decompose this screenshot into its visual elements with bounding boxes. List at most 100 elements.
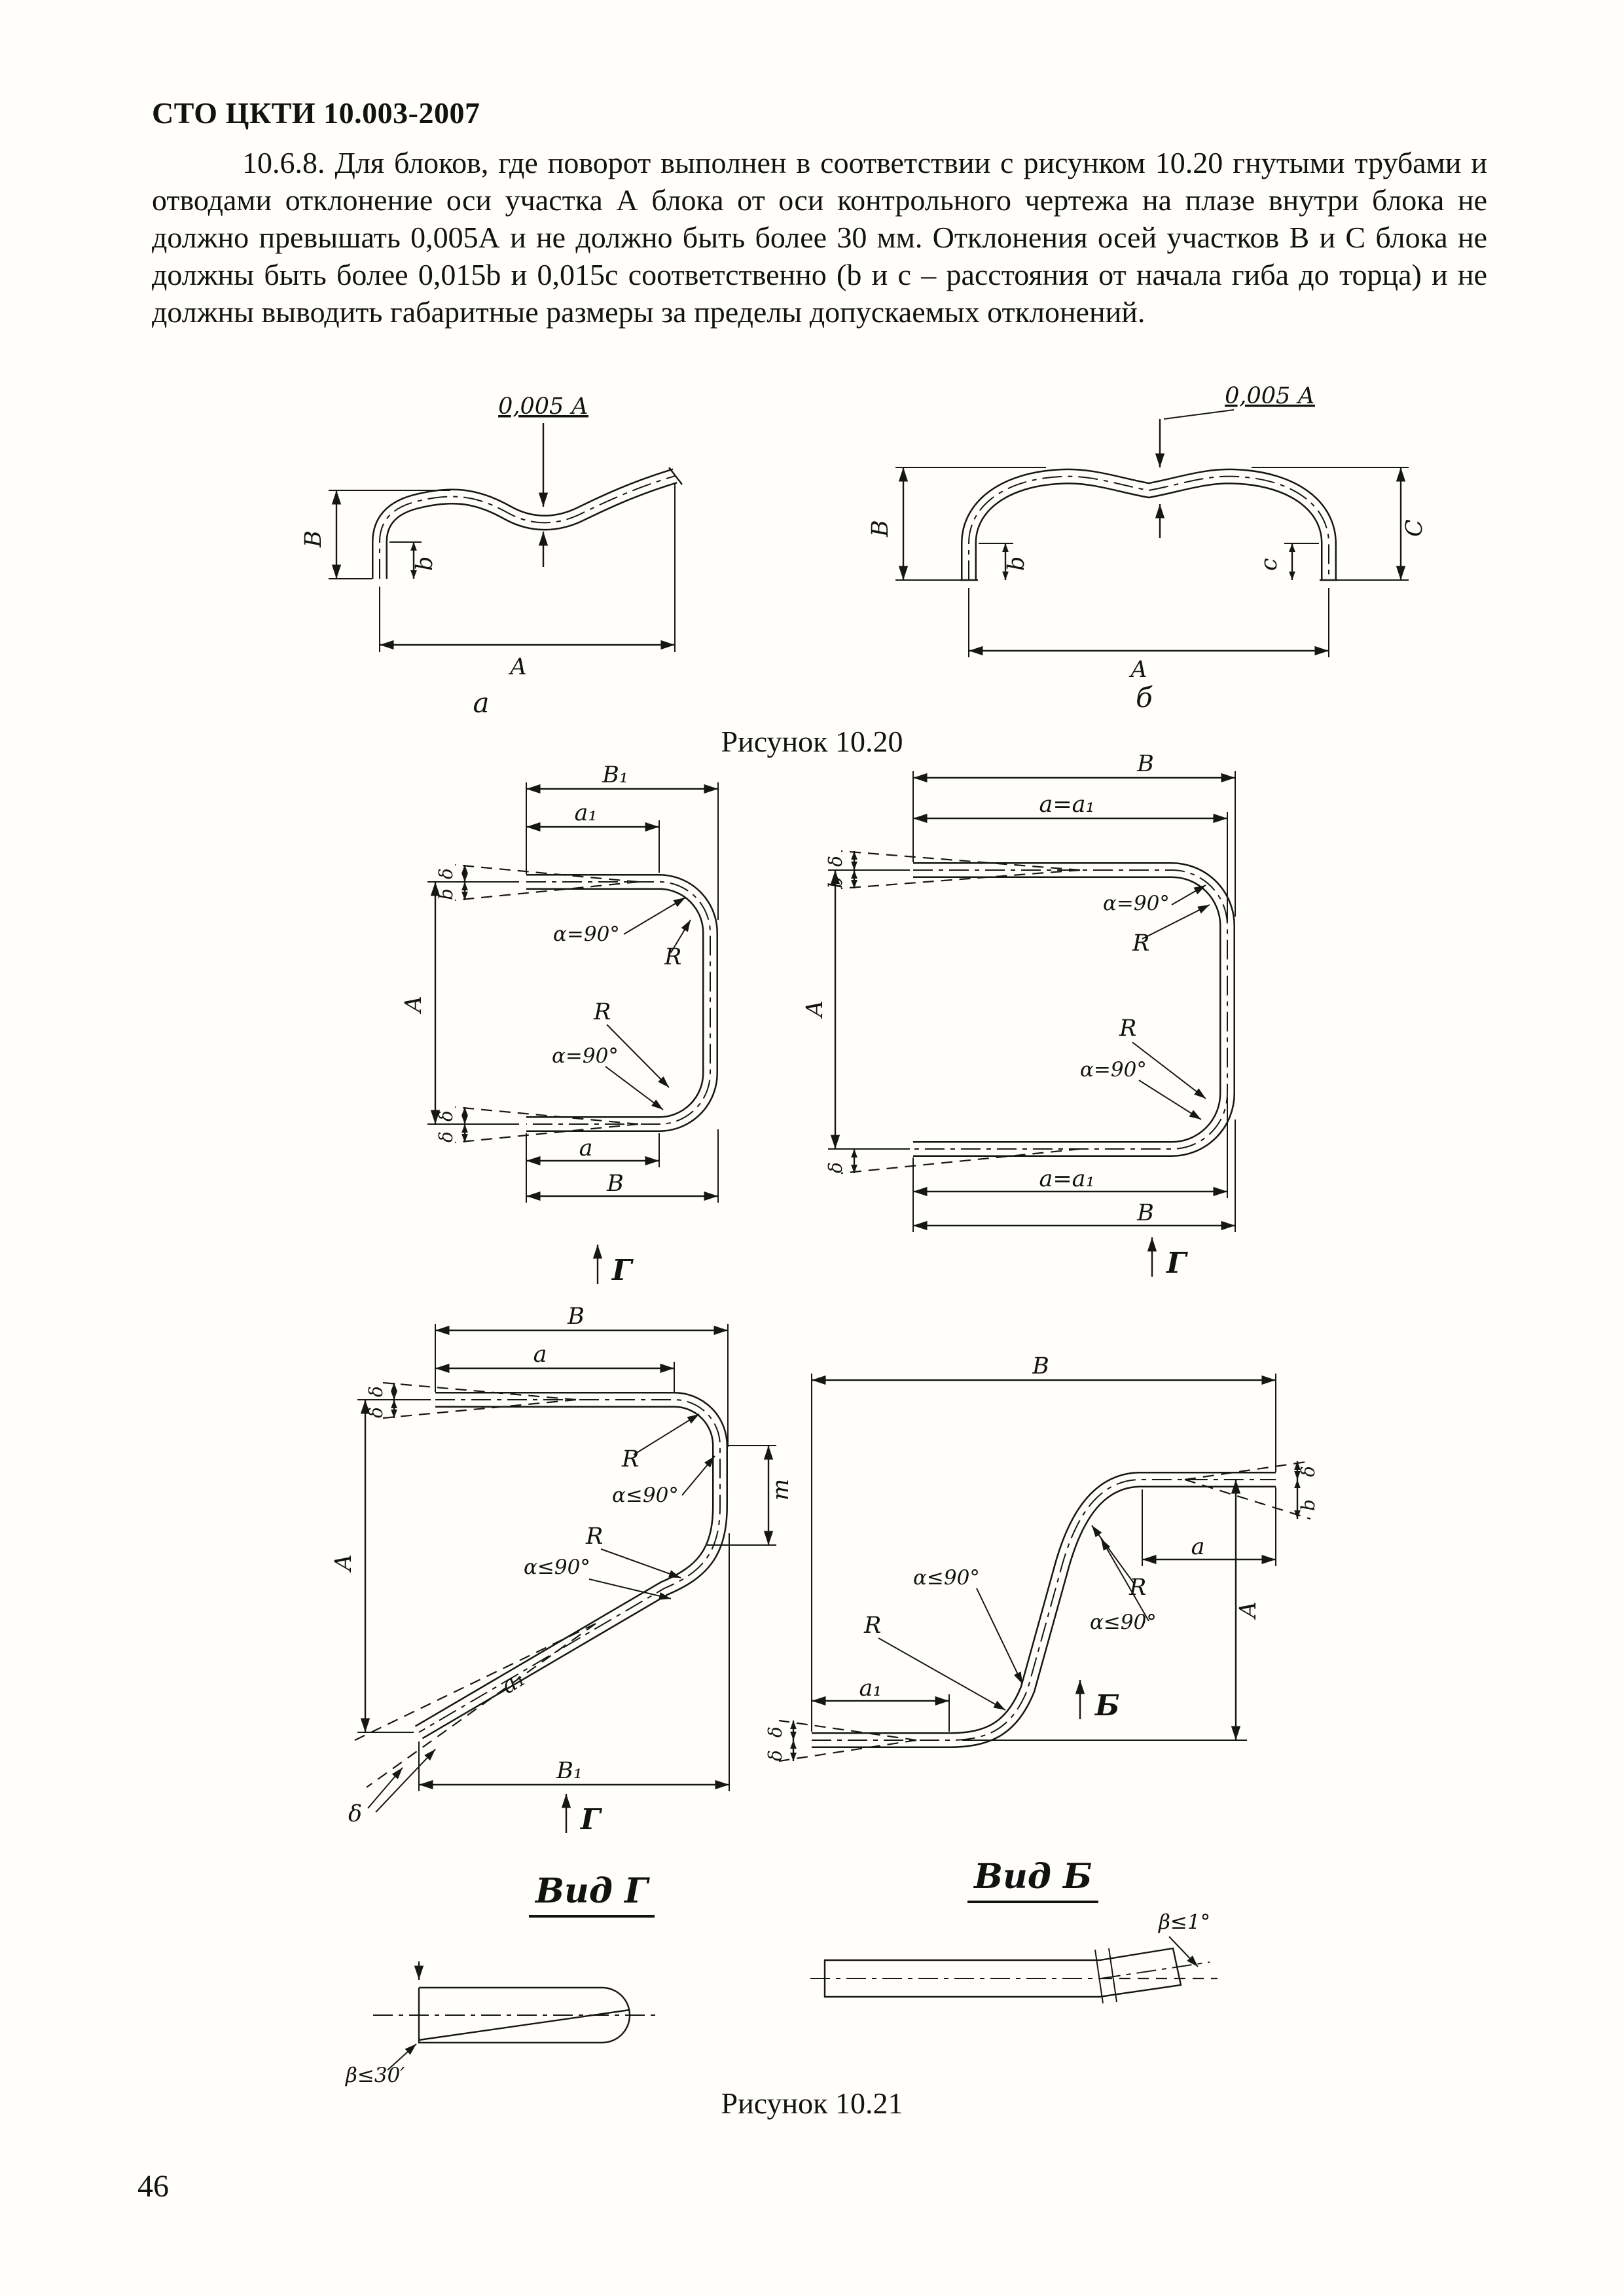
- radius-top: R: [1132, 930, 1149, 957]
- dim-delta: δ: [1297, 1466, 1319, 1477]
- view-direction-marker: Б: [1075, 1680, 1120, 1722]
- dim-a: а: [1191, 1534, 1205, 1560]
- dim-aa1-bottom: а=а₁: [1039, 1166, 1094, 1192]
- dim-delta: δ: [825, 856, 846, 867]
- tolerance-label: 0,005 А: [498, 393, 588, 420]
- dim-delta: δ: [765, 1726, 786, 1738]
- view-letter: Б: [1094, 1689, 1120, 1722]
- pipe-end-view: [810, 1947, 1218, 2004]
- dimensions: В δ b а А а₁ δ δ: [765, 1353, 1319, 1762]
- subfigure-a-label: а: [473, 687, 489, 719]
- pipe-drawing: [372, 467, 683, 579]
- radius-top: R: [664, 944, 681, 970]
- dim-delta: δ: [365, 1407, 387, 1418]
- view-letter: Г: [1165, 1247, 1188, 1280]
- radius-bottom: R: [863, 1613, 881, 1639]
- pipe-end-view: [373, 1961, 658, 2044]
- figure-10-21-d4: В δ b а А а₁ δ δ R α≤90° α≤90°: [765, 1353, 1319, 1762]
- dim-delta: δ: [765, 1750, 786, 1761]
- dim-c: с: [1256, 558, 1282, 571]
- dim-A: А: [802, 1000, 828, 1019]
- angle-top: α≤90°: [1090, 1611, 1157, 1634]
- dim-b: b: [1003, 556, 1030, 571]
- bend-annotations: α=90° R R α=90°: [1080, 884, 1210, 1120]
- dim-B-top: В: [1136, 751, 1154, 777]
- view-letter: Г: [579, 1803, 602, 1836]
- figure-10-20-caption: Рисунок 10.20: [721, 725, 903, 758]
- dim-A: А: [331, 1554, 357, 1573]
- dim-A: А: [508, 654, 528, 680]
- dim-delta: δ: [825, 1162, 846, 1173]
- bend-annotations: α=90° R R α=90°: [552, 897, 691, 1110]
- dimensions: В b с С А 0,005 А: [867, 383, 1428, 683]
- figure-10-20-a: В b А 0,005 А а: [300, 393, 683, 719]
- pipe-drawing: [913, 862, 1235, 1157]
- dim-B: В: [567, 1303, 585, 1330]
- tolerance-label: 0,005 А: [1225, 383, 1315, 409]
- dim-a: а: [533, 1341, 547, 1368]
- figure-10-21-caption: Рисунок 10.21: [721, 2086, 903, 2120]
- beta-tolerance-label: β≤1°: [1158, 1910, 1210, 1934]
- dim-delta: δ: [435, 1110, 457, 1121]
- dimensions: В b А 0,005 А: [300, 393, 676, 680]
- dim-delta: δ: [365, 1386, 387, 1397]
- view-b-drawing: β≤1°: [810, 1910, 1218, 2004]
- view-g-drawing: β≤30′: [345, 1961, 658, 2087]
- dim-B-bottom: В: [1136, 1200, 1154, 1226]
- view-letter: Г: [611, 1254, 634, 1287]
- angle-bottom: α=90°: [552, 1044, 619, 1068]
- dim-a: а: [579, 1135, 593, 1161]
- dimensions: В₁ а₁ δ b А δ δ а В: [401, 762, 719, 1203]
- dim-delta: δ: [435, 868, 457, 879]
- angle-bottom: α≤90°: [524, 1556, 590, 1579]
- pipe-drawing: [414, 1392, 728, 1740]
- view-direction-marker: Г: [1147, 1237, 1188, 1280]
- angle-bottom: α=90°: [1080, 1058, 1147, 1082]
- dim-C: С: [1401, 519, 1428, 537]
- dimensions: В а=а₁ δ b А δ а=а₁ В: [802, 751, 1236, 1232]
- angle-top: α≤90°: [612, 1484, 679, 1507]
- dim-B: В: [300, 530, 327, 548]
- beta-leader: [1168, 1936, 1199, 1967]
- dim-a1: а₁: [859, 1675, 882, 1702]
- page-number: 46: [137, 2169, 169, 2204]
- radius-bottom: R: [593, 999, 611, 1025]
- pipe-drawing: [960, 468, 1338, 581]
- standard-number-header: СТО ЦКТИ 10.003-2007: [152, 96, 480, 130]
- radius-bottom: R: [1119, 1015, 1136, 1042]
- subfigure-b-label: б: [1136, 682, 1153, 714]
- dim-A: А: [1235, 1601, 1261, 1620]
- figure-10-21-d3: В а δ δ А m а₁ δ В₁ R α≤9: [331, 1303, 794, 1836]
- figure-10-20-b: В b с С А 0,005 А б: [867, 383, 1428, 714]
- dim-aa1-top: а=а₁: [1039, 792, 1094, 818]
- dim-delta: δ: [435, 1131, 457, 1142]
- bend-annotations: R α≤90° α≤90° R: [863, 1525, 1157, 1711]
- angle-top: α=90°: [1103, 892, 1170, 915]
- dim-A: А: [1128, 657, 1148, 683]
- angle-bottom: α≤90°: [913, 1566, 980, 1590]
- bend-annotations: R α≤90° R α≤90°: [524, 1413, 715, 1600]
- view-g-title: Вид Г: [529, 1871, 655, 1918]
- dim-B: В: [867, 520, 893, 538]
- view-b-title: Вид Б: [967, 1857, 1099, 1903]
- dim-b: b: [435, 888, 457, 900]
- figure-10-21-d1: В₁ а₁ δ b А δ δ а В α=90° R: [401, 762, 719, 1287]
- dim-B: В: [606, 1171, 624, 1197]
- dim-B1: В₁: [556, 1758, 583, 1784]
- view-direction-marker: Г: [592, 1245, 634, 1287]
- radius-bottom: R: [585, 1523, 603, 1550]
- dim-m: m: [768, 1479, 794, 1501]
- dim-b: b: [1297, 1499, 1319, 1511]
- paragraph-10-6-8: 10.6.8. Для блоков, где поворот выполнен…: [152, 146, 1487, 329]
- dim-delta-bottom: δ: [348, 1801, 362, 1827]
- view-direction-marker: Г: [561, 1794, 602, 1836]
- beta-leader: [387, 2043, 417, 2071]
- dim-A: А: [401, 995, 427, 1015]
- dim-B1: В₁: [602, 762, 628, 788]
- beta-tolerance-label: β≤30′: [345, 2064, 405, 2087]
- dim-a1: а₁: [575, 800, 598, 826]
- radius-top: R: [621, 1446, 639, 1472]
- pipe-drawing: [812, 1472, 1276, 1748]
- dim-b: b: [412, 556, 438, 571]
